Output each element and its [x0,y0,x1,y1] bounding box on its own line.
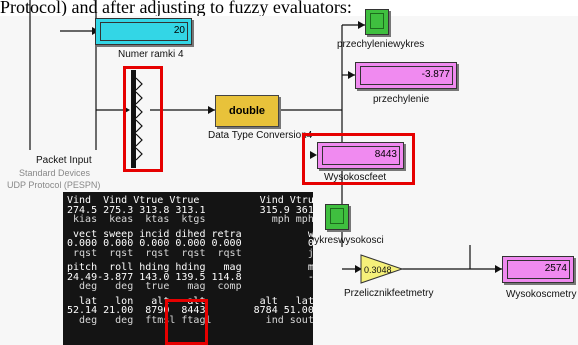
przechyleniewykres-label: przechyleniewykres [337,39,424,50]
gain-value: 0.3048 [364,265,392,275]
demux-block[interactable] [128,70,158,168]
xplane-row: rqst rqst rqst rqst rqst je [67,249,313,258]
data-type-value: double [229,105,265,117]
xplane-row: deg deg true mag comp [67,282,242,291]
numer-ramki-display[interactable]: 20 [95,18,192,45]
wysokoscfeet-display[interactable]: 8443 [317,142,404,169]
alt-column-highlight [165,299,208,345]
wysokoscmetry-display[interactable]: 2574 [502,256,574,283]
wysokosci-scope[interactable] [325,204,349,230]
packet-input-sublabel: Standard Devices [19,168,90,178]
wysokoscmetry-value: 2574 [507,260,570,279]
wysokoscfeet-value: 8443 [322,146,400,165]
xplane-row: Vind Vind Vtrue Vtrue Vind Vtrue Vt [67,196,313,205]
przechyleniewykres-scope[interactable] [365,9,389,35]
packet-input-label: Packet Input [36,155,92,166]
gain-label: Przelicznikfeetmetry [344,288,433,299]
data-type-conversion-block[interactable]: double [215,95,279,127]
wysokosci-scope-label: wykreswysokosci [307,235,384,246]
przechylenie-value: -3.877 [360,66,453,85]
packet-input-protocol: UDP Protocol (PESPN) [7,180,100,190]
wysokoscfeet-label: Wysokoscfeet [324,172,386,183]
xplane-row: kias keas ktas ktgs mph mphas mp [67,215,313,224]
wysokoscmetry-label: Wysokoscmetry [506,289,576,300]
xplane-row: pitch roll hding hding mag ma [67,263,313,272]
data-type-label: Data Type Conversion4 [208,130,312,141]
gain-block[interactable]: 0.3048 [360,254,404,284]
przechylenie-display[interactable]: -3.877 [355,62,457,89]
numer-ramki-value: 20 [100,22,188,41]
numer-ramki-label: Numer ramki 4 [118,49,184,60]
xplane-row: 0.000 0.000 0.000 0.000 0.000 0. [67,239,313,248]
przechylenie-label: przechylenie [373,94,429,105]
